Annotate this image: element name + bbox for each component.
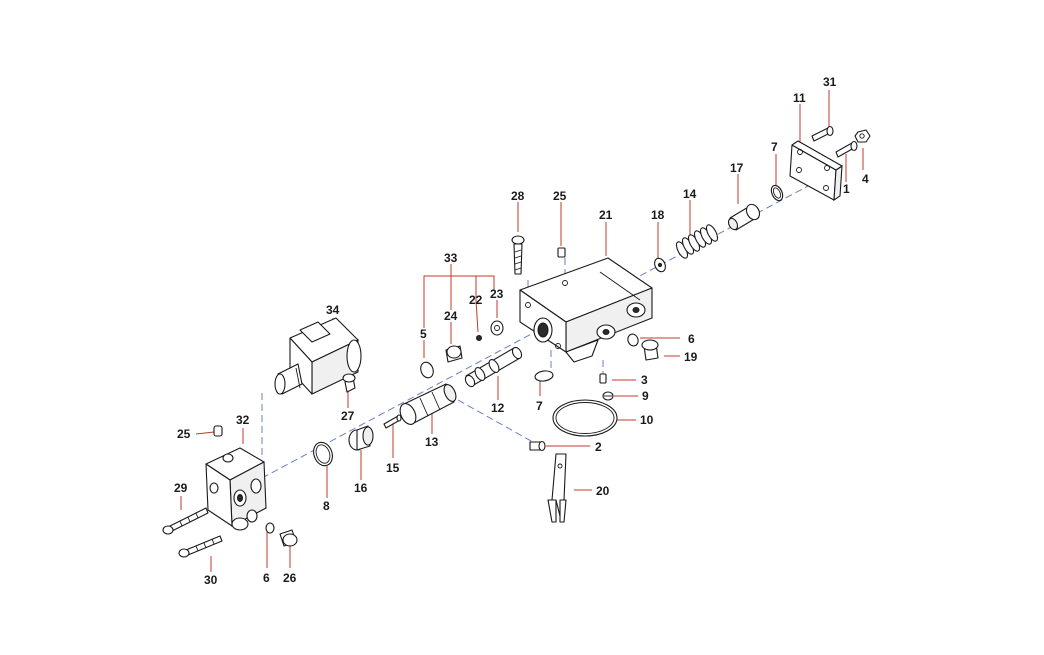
part-o-ring-7-lower [534,370,554,382]
part-screw-1 [835,140,858,158]
callout-19: 19 [684,350,698,364]
part-nut-23 [490,320,504,336]
part-o-ring-7-upper [770,184,784,202]
part-bolt-29 [162,507,209,535]
part-plug-26 [279,529,298,547]
callout-28: 28 [511,189,525,203]
callout-17: 17 [730,161,744,175]
part-ball-22 [476,335,482,341]
part-plug-19 [641,339,659,361]
part-plunger-17 [727,203,761,231]
callout-8: 8 [323,499,330,513]
part-cover-plate [789,140,843,202]
callout-7-lower: 7 [536,399,543,413]
callout-7-upper: 7 [771,140,778,154]
callout-23: 23 [490,287,504,301]
part-cap-16 [348,425,374,451]
callout-6-lower: 6 [263,571,270,585]
part-screw-27 [342,373,356,393]
callout-18: 18 [651,208,665,222]
part-pin-25-lower [213,425,223,437]
callout-32: 32 [236,413,250,427]
part-solenoid-34 [274,317,362,395]
callout-31: 31 [823,75,837,89]
part-pin-15 [383,414,402,429]
part-o-ring-6-right [627,333,639,347]
callout-labels: 31 11 4 1 7 17 14 18 21 25 28 33 22 23 2… [174,75,869,587]
callout-16: 16 [354,481,368,495]
part-o-ring-8 [313,441,333,467]
callout-1: 1 [843,182,850,196]
callout-2: 2 [595,440,602,454]
leader-lines [180,90,864,572]
callout-6-right: 6 [688,332,695,346]
part-screw-2 [529,440,546,452]
callout-34: 34 [326,303,340,317]
part-spool-12 [464,346,523,388]
part-bolt-30 [178,535,223,558]
part-valve-housing-32 [205,447,267,531]
part-bolt-28 [511,235,525,275]
callout-13: 13 [425,435,439,449]
callout-25-upper: 25 [553,189,567,203]
callout-30: 30 [204,573,218,587]
callout-11: 11 [793,91,806,105]
callout-15: 15 [386,461,400,475]
callout-25-lower: 25 [177,427,191,441]
callout-3: 3 [641,373,648,387]
callout-26: 26 [283,571,297,585]
callout-10: 10 [640,413,654,427]
callout-22: 22 [469,293,483,307]
part-screw-9 [602,391,614,401]
part-o-ring-10 [552,399,618,437]
callout-4: 4 [862,172,869,186]
part-o-ring-6-lower [265,522,275,534]
part-spring-14 [675,224,719,259]
callout-33: 33 [444,251,458,265]
part-nut-4 [854,129,871,143]
callout-9: 9 [642,389,649,403]
callout-5: 5 [420,327,427,341]
part-pin-25-upper [557,247,566,258]
part-valve-body-21 [519,257,653,363]
callout-24: 24 [444,309,458,323]
part-fork-20 [547,453,567,523]
part-screw-31 [811,125,834,142]
part-o-ring-5 [420,361,434,379]
callout-29: 29 [174,481,188,495]
part-sleeve-24 [445,345,463,363]
part-valve-sleeve-13 [399,383,457,425]
part-pin-3 [599,373,607,384]
callout-14: 14 [683,187,697,201]
callout-20: 20 [596,484,610,498]
callout-12: 12 [491,401,505,415]
part-washer-18 [654,257,666,273]
callout-21: 21 [599,208,613,222]
callout-27: 27 [341,409,355,423]
